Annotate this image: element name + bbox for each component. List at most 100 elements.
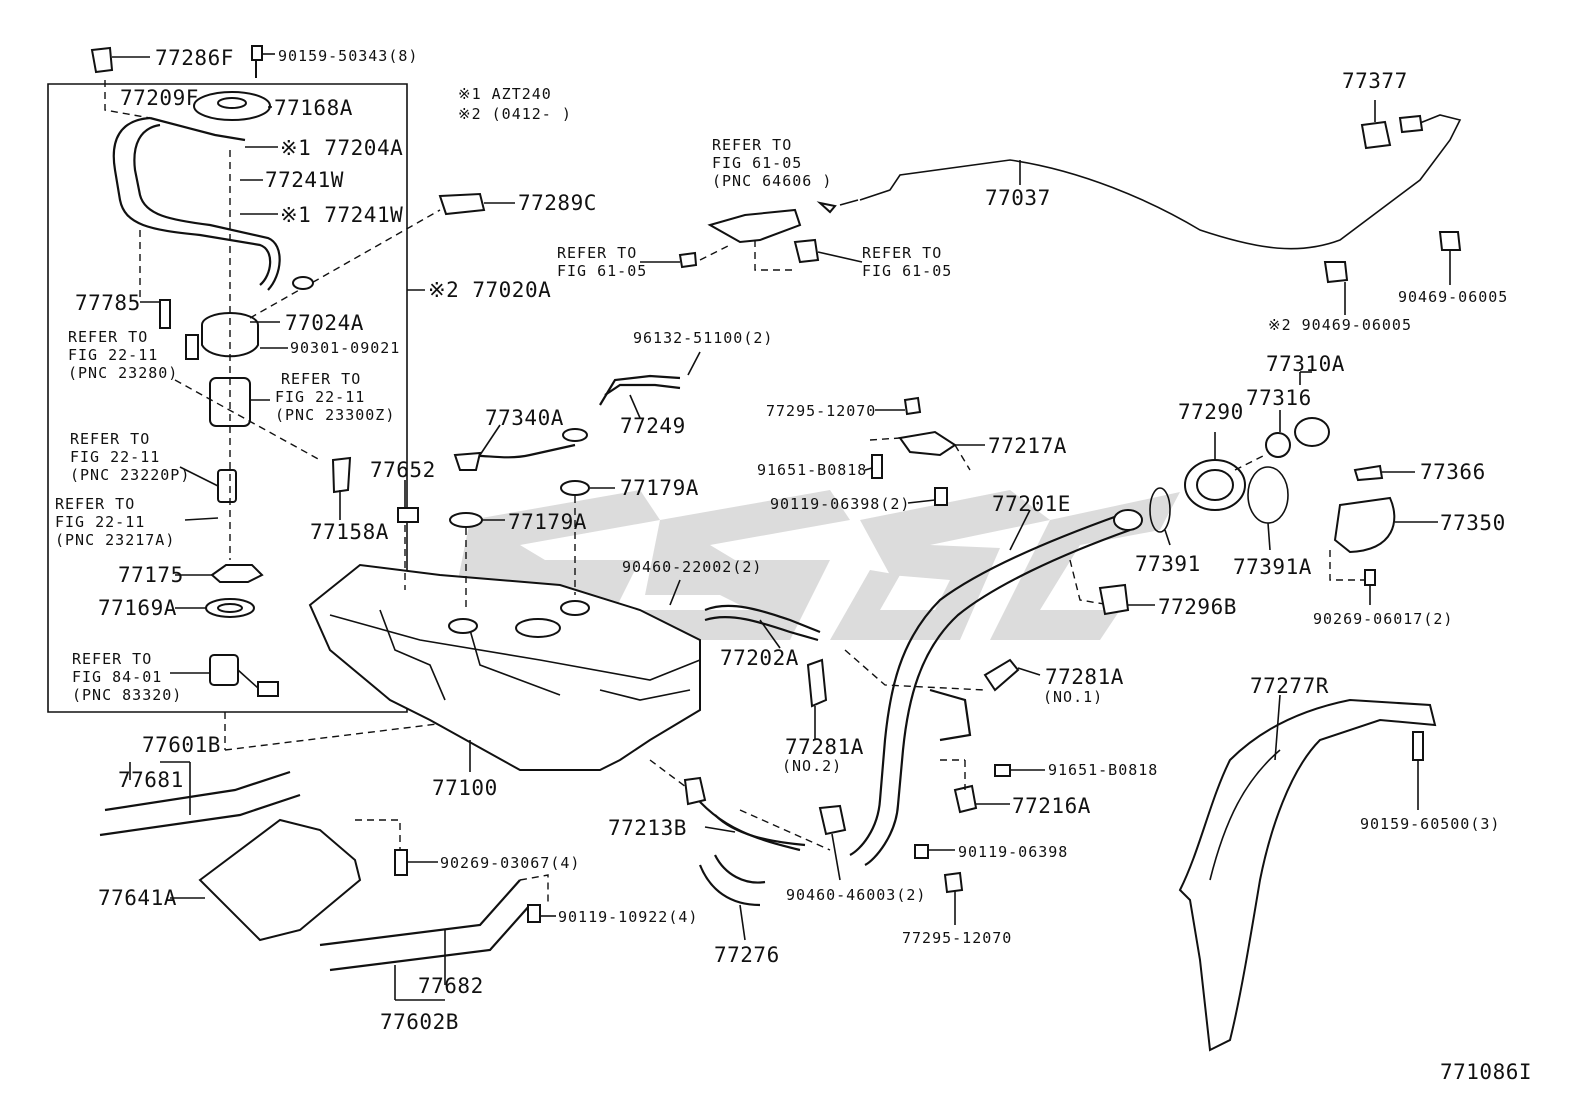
- label-77209F: 77209F: [120, 86, 199, 110]
- gasket-77179A-2: [560, 480, 590, 496]
- label-90159-50343: 90159-50343(8): [278, 47, 419, 65]
- label-77100: 77100: [432, 776, 498, 800]
- label-91651-B0818-b: 91651-B0818: [1048, 761, 1159, 779]
- refer-line: REFER TO: [712, 136, 793, 154]
- bracket-77158A: [331, 456, 352, 494]
- o-ring-77391: [1149, 487, 1171, 533]
- clamp-77281A-no1: [983, 658, 1020, 692]
- label-77216A: 77216A: [1012, 794, 1091, 818]
- label-77168A: 77168A: [274, 96, 353, 120]
- refer-line: FIG 84-01: [72, 668, 163, 686]
- label-77179A-b: 77179A: [508, 510, 587, 534]
- label-77289C: 77289C: [518, 191, 597, 215]
- protector-77277R: [1178, 698, 1437, 1052]
- label-77158A: 77158A: [310, 520, 389, 544]
- label-77290: 77290: [1178, 400, 1244, 424]
- refer-line: (PNC 23280): [68, 364, 179, 382]
- refer-line: REFER TO: [557, 244, 638, 262]
- refer-line: FIG 22-11: [55, 513, 146, 531]
- note-1: ※1 AZT240: [458, 85, 552, 103]
- kit-outline-box: [47, 83, 408, 713]
- refer-line: (PNC 23217A): [55, 531, 176, 549]
- label-77217A: 77217A: [988, 434, 1067, 458]
- refer-line: REFER TO: [72, 650, 153, 668]
- refer-line: REFER TO: [68, 328, 149, 346]
- filler-pipe-77201E: [849, 513, 1121, 856]
- refer-line: FIG 61-05: [712, 154, 803, 172]
- bracket-77296B: [1098, 583, 1130, 616]
- label-77652: 77652: [370, 458, 436, 482]
- opener-77377: [1360, 120, 1392, 150]
- label-90469-06005-b: ※2 90469-06005: [1268, 316, 1412, 334]
- label-77213B: 77213B: [608, 816, 687, 840]
- refer-line: (PNC 23300Z): [275, 406, 396, 424]
- lock-bracket: [707, 208, 802, 244]
- label-90301-09021: 90301-09021: [290, 339, 401, 357]
- label-77310A: 77310A: [1266, 352, 1345, 376]
- refer-line: FIG 22-11: [70, 448, 161, 466]
- label-77241W-b: ※1 77241W: [280, 203, 404, 227]
- label-91651-B0818-a: 91651-B0818: [757, 461, 868, 479]
- label-90119-06398: 90119-06398: [958, 843, 1069, 861]
- label-90469-06005-a: 90469-06005: [1398, 288, 1509, 306]
- clamp-77286F: [90, 46, 114, 74]
- refer-block-pnc-23280: REFER TO FIG 22-11 (PNC 23280): [68, 328, 178, 382]
- fuel-cap: [1294, 417, 1330, 447]
- label-77340A: 77340A: [485, 406, 564, 430]
- figure-code: 771086I: [1440, 1060, 1533, 1084]
- label-77391A: 77391A: [1233, 555, 1312, 579]
- hose-77276: [698, 864, 761, 907]
- refer-line: FIG 61-05: [557, 262, 648, 280]
- label-77281A-no2: 77281A: [785, 735, 864, 759]
- bracket-77216A: [953, 784, 978, 814]
- label-90460-46003: 90460-46003(2): [786, 886, 927, 904]
- note-2: ※2 (0412- ): [458, 105, 572, 123]
- leader-lines: [112, 53, 1451, 1001]
- label-77377: 77377: [1342, 69, 1408, 93]
- label-77681: 77681: [118, 768, 184, 792]
- label-90269-03067: 90269-03067(4): [440, 854, 581, 872]
- label-77037: 77037: [985, 186, 1051, 210]
- refer-line: REFER TO: [70, 430, 151, 448]
- label-90119-10922: 90119-10922(4): [558, 908, 699, 926]
- refer-block-pnc-23300z: REFER TO FIG 22-11 (PNC 23300Z): [275, 370, 395, 424]
- label-90269-06017: 90269-06017(2): [1313, 610, 1454, 628]
- clamp-90460-46003: [683, 776, 707, 806]
- label-77366: 77366: [1420, 460, 1486, 484]
- label-77249: 77249: [620, 414, 686, 438]
- sender-gauge: [209, 654, 239, 686]
- label-77202A: 77202A: [720, 646, 799, 670]
- refer-line: REFER TO: [55, 495, 136, 513]
- pad-77652: [397, 507, 419, 523]
- clamp-77281A-no2: [806, 658, 828, 708]
- label-77316: 77316: [1246, 386, 1312, 410]
- fuel-lid-77350: [1333, 496, 1396, 554]
- refer-block-pnc-23217a: REFER TO FIG 22-11 (PNC 23217A): [55, 495, 175, 549]
- label-77241W-a: 77241W: [265, 168, 344, 192]
- hose-77213B: [689, 789, 801, 852]
- refer-block-pnc-23220p: REFER TO FIG 22-11 (PNC 23220P): [70, 430, 190, 484]
- spring-77366: [1353, 464, 1384, 482]
- label-90159-60500: 90159-60500(3): [1360, 815, 1501, 833]
- label-77020A: ※2 77020A: [428, 278, 552, 302]
- label-77277R: 77277R: [1250, 674, 1329, 698]
- label-77204A: ※1 77204A: [280, 136, 404, 160]
- label-77179A-a: 77179A: [620, 476, 699, 500]
- label-77281A-no1-sub: (NO.1): [1043, 688, 1104, 706]
- clamp-77289C: [438, 192, 486, 216]
- label-77785: 77785: [75, 291, 141, 315]
- refer-line: FIG 22-11: [68, 346, 159, 364]
- label-77391: 77391: [1135, 552, 1201, 576]
- refer-line: FIG 22-11: [275, 388, 366, 406]
- refer-block-fig-61-05-left: REFER TO FIG 61-05: [557, 244, 647, 280]
- refer-line: REFER TO: [862, 244, 943, 262]
- label-77641A: 77641A: [98, 886, 177, 910]
- gasket-77179A-1: [449, 512, 483, 528]
- gasket-77316: [1265, 432, 1291, 458]
- label-77682: 77682: [418, 974, 484, 998]
- fuel-tube-77209F: [112, 116, 272, 286]
- refer-line: FIG 61-05: [862, 262, 953, 280]
- refer-line: (PNC 64606 ): [712, 172, 833, 190]
